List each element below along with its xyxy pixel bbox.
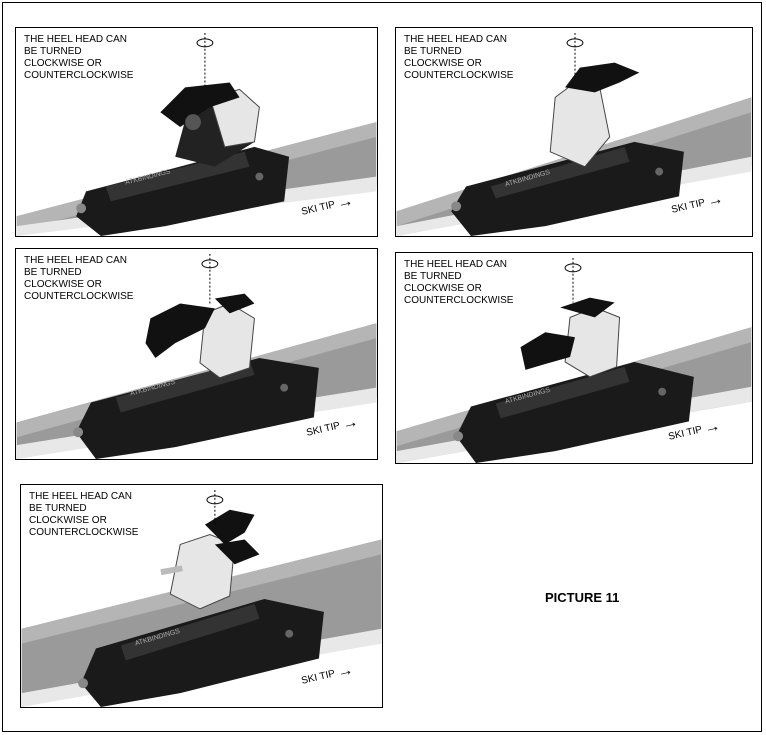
- arrow-right-icon: →: [703, 417, 722, 437]
- arrow-right-icon: →: [336, 661, 355, 681]
- binding-panel-4: ATKBINDINGS THE HEEL HEAD CAN BE TURNED …: [395, 252, 753, 464]
- figure-label: PICTURE 11: [545, 590, 619, 605]
- arrow-right-icon: →: [336, 192, 355, 212]
- binding-panel-1: ATKBINDINGS THE HEEL HEAD CAN BE TURNED …: [15, 27, 378, 237]
- panel-caption: THE HEEL HEAD CAN BE TURNED CLOCKWISE OR…: [29, 491, 138, 539]
- arrow-right-icon: →: [706, 190, 725, 210]
- binding-panel-5: ATKBINDINGS THE HEEL HEAD CAN BE TURNED …: [20, 484, 383, 708]
- binding-panel-3: ATKBINDINGS THE HEEL HEAD CAN BE TURNED …: [15, 248, 378, 460]
- arrow-right-icon: →: [341, 413, 360, 433]
- panel-caption: THE HEEL HEAD CAN BE TURNED CLOCKWISE OR…: [24, 255, 133, 303]
- panel-caption: THE HEEL HEAD CAN BE TURNED CLOCKWISE OR…: [404, 34, 513, 82]
- binding-panel-2: ATKBINDINGS THE HEEL HEAD CAN BE TURNED …: [395, 27, 753, 237]
- panel-caption: THE HEEL HEAD CAN BE TURNED CLOCKWISE OR…: [24, 34, 133, 82]
- panel-caption: THE HEEL HEAD CAN BE TURNED CLOCKWISE OR…: [404, 259, 513, 307]
